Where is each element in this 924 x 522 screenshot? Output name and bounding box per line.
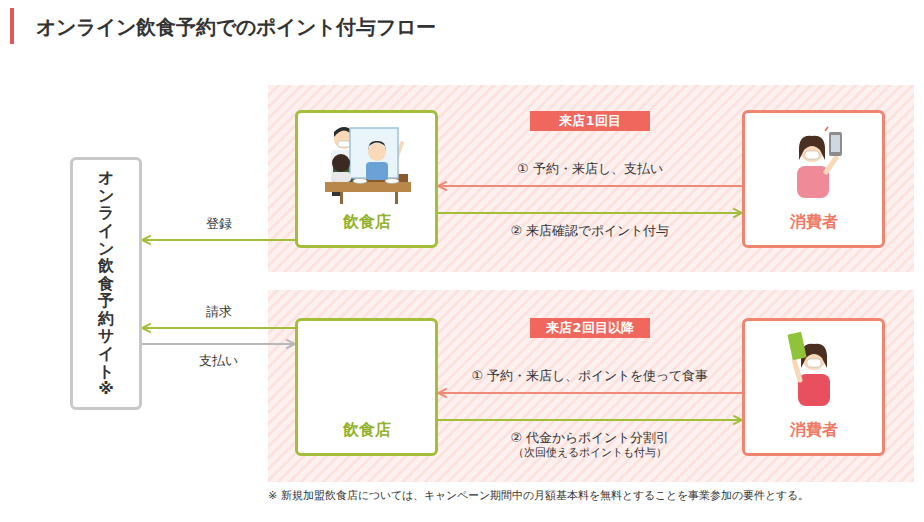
visit-tag: 来店2回目以降 xyxy=(530,318,650,338)
visit-band xyxy=(268,290,914,482)
footnote: ※ 新規加盟飲食店については、キャンペーン期間中の月額基本料を無料とすることを事… xyxy=(268,489,809,503)
arrow-label: ① 予約・来店し、ポイントを使って食事 xyxy=(472,368,709,384)
flow-arrow xyxy=(142,343,295,345)
diners-illustration xyxy=(331,172,351,182)
visit-band xyxy=(268,85,914,272)
arrow-label: 支払い xyxy=(199,353,238,369)
consumer-illustration xyxy=(825,127,828,131)
visit-tag-text: 来店1回目 xyxy=(559,111,620,131)
diners-illustration xyxy=(395,192,398,204)
page-title: オンライン飲食予約でのポイント付与フロー xyxy=(36,14,436,40)
site-box-text: オンライン飲食予約サイト※ xyxy=(98,169,114,398)
flow-arrow xyxy=(438,185,742,187)
ticket-consumer-illustration xyxy=(798,374,830,406)
arrow-label: ① 予約・来店し、支払い xyxy=(517,161,663,177)
flow-arrow xyxy=(142,327,295,329)
diners-illustration xyxy=(385,179,399,184)
consumer-illustration xyxy=(831,135,840,152)
site-box: オンライン飲食予約サイト※ xyxy=(70,157,142,410)
ticket-consumer-illustration xyxy=(807,359,821,367)
consumer-illustration xyxy=(805,151,819,159)
arrow-sub-note: （次回使えるポイントも付与） xyxy=(513,446,667,460)
consumer-illustration xyxy=(826,158,836,172)
arrow-label: ② 代金からポイント分割引 xyxy=(511,430,670,446)
flow-arrow xyxy=(438,212,742,214)
diners-illustration xyxy=(366,162,388,180)
diners-illustration xyxy=(368,143,386,161)
diners-illustration xyxy=(325,182,411,192)
box-fill xyxy=(743,319,884,455)
consumer-illustration xyxy=(799,136,825,160)
flow-arrow xyxy=(142,239,295,241)
diners-illustration xyxy=(332,154,350,172)
diners-illustration xyxy=(353,179,367,184)
consumer-illustration xyxy=(829,132,842,156)
visit-tag: 来店1回目 xyxy=(530,111,650,131)
consumer-box: 消費者 xyxy=(742,318,885,456)
consumer-box-text: 消費者 xyxy=(790,211,838,233)
box-fill xyxy=(296,111,437,247)
box-fill xyxy=(743,111,884,247)
arrow-label: 請求 xyxy=(206,304,232,320)
visit-tag-text: 来店2回目以降 xyxy=(546,318,633,338)
box-fill xyxy=(296,319,437,455)
diners-illustration xyxy=(325,128,411,204)
title-bar xyxy=(10,8,14,44)
restaurant-box-text: 飲食店 xyxy=(343,211,391,233)
ticket-consumer-illustration xyxy=(787,332,806,360)
restaurant-box-text: 飲食店 xyxy=(343,419,391,441)
restaurant-box: 飲食店 xyxy=(295,318,438,456)
consumer-illustration xyxy=(797,127,842,198)
waiter-illustration xyxy=(332,192,340,196)
flow-arrow xyxy=(438,392,742,394)
waiter-illustration xyxy=(338,141,350,147)
flow-arrow xyxy=(438,419,742,421)
consumer-box: 消費者 xyxy=(742,110,885,248)
diners-illustration xyxy=(368,141,386,151)
diners-illustration xyxy=(340,192,343,204)
arrow-label: 登録 xyxy=(206,216,232,232)
ticket-consumer-illustration xyxy=(794,360,800,380)
ticket-consumer-illustration xyxy=(787,332,830,406)
restaurant-box: 飲食店 xyxy=(295,110,438,248)
arrow-label: ② 来店確認でポイント付与 xyxy=(511,223,670,239)
consumer-box-text: 消費者 xyxy=(790,419,838,441)
